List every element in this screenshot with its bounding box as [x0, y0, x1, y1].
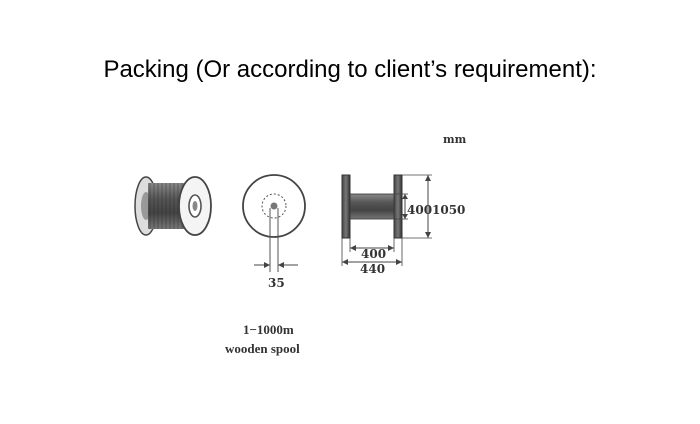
unit-label: mm — [443, 133, 467, 146]
spool-3d-illustration — [134, 176, 212, 236]
page-title: Packing (Or according to client’s requir… — [103, 56, 597, 83]
bore-diameter-label: 35 — [268, 276, 285, 290]
spool-front-view — [242, 174, 306, 272]
spool-side-view — [341, 174, 432, 266]
overall-width-label: 440 — [360, 262, 385, 276]
spool-type-caption: wooden spool — [225, 341, 300, 356]
barrel-width-label: 400 — [361, 247, 386, 261]
spool-length-caption: 1−1000m — [243, 322, 294, 337]
barrel-diameter-label: 400 — [407, 203, 432, 217]
flange-diameter-label: 1050 — [432, 203, 465, 217]
